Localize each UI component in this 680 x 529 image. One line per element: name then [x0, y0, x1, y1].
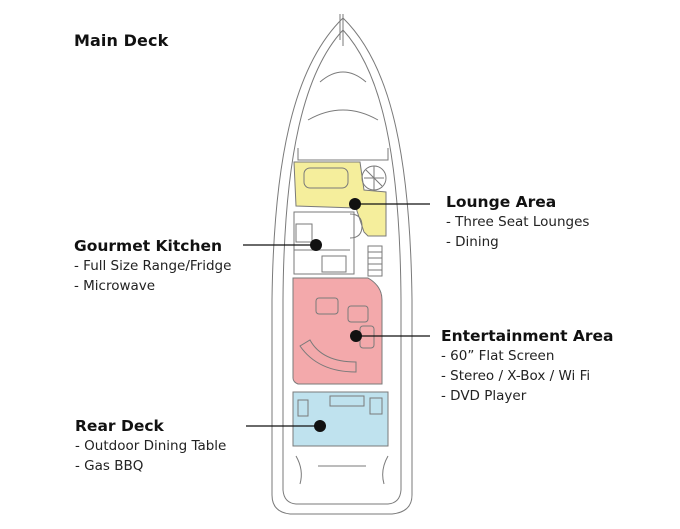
- lounge-area-zone: [293, 161, 387, 237]
- entertainment-area-zone: [292, 277, 383, 385]
- gourmet-kitchen-item: - Microwave: [74, 278, 156, 294]
- lounge-area-label: Lounge Area - Three Seat Lounges - Dinin…: [446, 192, 589, 252]
- lounge-area-item: - Three Seat Lounges: [446, 214, 590, 230]
- entertainment-area-item: - Stereo / X-Box / Wi Fi: [441, 368, 591, 384]
- rear-deck-marker-dot: [314, 420, 326, 432]
- gourmet-kitchen-title: Gourmet Kitchen: [74, 237, 223, 255]
- entertainment-marker-dot: [350, 330, 362, 342]
- hull-outline: [271, 17, 413, 515]
- lounge-marker-dot: [349, 198, 361, 210]
- gourmet-kitchen-label: Gourmet Kitchen - Full Size Range/Fridge…: [74, 236, 231, 296]
- entertainment-area-label: Entertainment Area - 60” Flat Screen - S…: [441, 326, 614, 406]
- page-title: Main Deck: [74, 31, 169, 50]
- rear-deck-item: - Gas BBQ: [75, 458, 144, 474]
- rear-deck-title: Rear Deck: [75, 417, 164, 435]
- rear-deck-label: Rear Deck - Outdoor Dining Table - Gas B…: [75, 416, 226, 476]
- hull-inner-outline: [282, 29, 402, 505]
- rear-deck-item: - Outdoor Dining Table: [75, 438, 227, 454]
- entertainment-area-item: - DVD Player: [441, 388, 527, 404]
- lounge-area-title: Lounge Area: [446, 193, 557, 211]
- gourmet-kitchen-item: - Full Size Range/Fridge: [74, 258, 232, 274]
- entertainment-area-item: - 60” Flat Screen: [441, 348, 555, 364]
- entertainment-area-title: Entertainment Area: [441, 327, 614, 345]
- kitchen-marker-dot: [310, 239, 322, 251]
- lounge-area-item: - Dining: [446, 234, 499, 250]
